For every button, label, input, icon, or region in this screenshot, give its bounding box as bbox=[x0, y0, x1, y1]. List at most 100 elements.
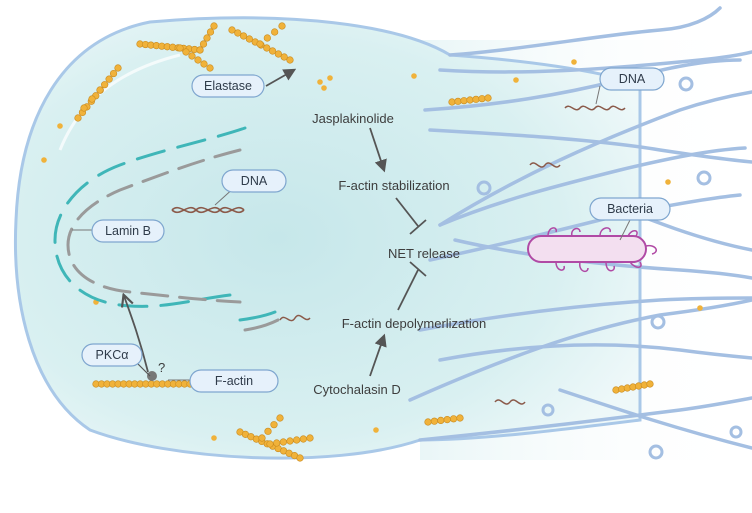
granule-dot bbox=[327, 75, 333, 81]
cytochalasin-d-text: Cytochalasin D bbox=[313, 382, 400, 397]
granule-dot bbox=[211, 435, 217, 441]
nuclear-envelope bbox=[53, 126, 280, 332]
granule-bead bbox=[286, 56, 294, 64]
extracellular-vesicles bbox=[476, 76, 743, 460]
arrow-jasplakinolide-to-stabilization bbox=[369, 127, 387, 173]
granule-bead bbox=[88, 95, 96, 103]
lamin-b-label: Lamin B bbox=[105, 224, 151, 238]
granule-dot bbox=[697, 305, 703, 311]
elastase-label: Elastase bbox=[204, 79, 252, 93]
granule-bead bbox=[234, 29, 242, 37]
f-actin-depolymerization-text: F-actin depolymerlization bbox=[342, 316, 487, 331]
f-actin-label: F-actin bbox=[215, 374, 253, 388]
granule-bead bbox=[274, 50, 283, 58]
granule-bead bbox=[293, 436, 301, 444]
net-release-text: NET release bbox=[388, 246, 460, 261]
pill-bacteria: Bacteria bbox=[589, 197, 671, 221]
jasplakinolide-text: Jasplakinolide bbox=[312, 111, 394, 126]
granule-bead bbox=[206, 64, 214, 72]
granule-bead bbox=[200, 60, 208, 68]
pill-lamin-b: Lamin B bbox=[91, 219, 165, 243]
granule-dot bbox=[57, 123, 63, 129]
arrow-elastase bbox=[265, 68, 297, 87]
pill-f-actin: F-actin bbox=[189, 369, 279, 393]
arrow-pkc-to-lamin bbox=[124, 296, 149, 373]
granule-bead bbox=[478, 95, 486, 103]
granule-bead bbox=[269, 47, 277, 55]
granule-bead bbox=[472, 95, 480, 103]
granule-bead bbox=[245, 35, 253, 43]
granule-bead bbox=[105, 75, 113, 83]
granule-bead bbox=[196, 46, 204, 54]
granule-bead bbox=[271, 28, 279, 36]
granule-dot bbox=[571, 59, 577, 65]
granule-bead bbox=[109, 69, 118, 78]
granule-bead bbox=[266, 440, 274, 448]
pathway-arrows bbox=[124, 68, 427, 377]
granule-bead bbox=[96, 86, 104, 94]
granule-dot bbox=[373, 427, 379, 433]
granule-bead bbox=[199, 40, 208, 48]
granule-bead bbox=[456, 414, 464, 422]
granule-bead bbox=[280, 53, 288, 61]
f-actin-stabilization-text: F-actin stabilization bbox=[338, 178, 449, 193]
inhibit-stabilization-to-net bbox=[395, 197, 419, 227]
granule-bead bbox=[80, 104, 88, 112]
granule-bead bbox=[264, 427, 272, 435]
granule-bead bbox=[74, 114, 82, 122]
inhibit-bar-top bbox=[409, 219, 427, 235]
bacteria-label: Bacteria bbox=[607, 202, 653, 216]
pkc-dot bbox=[147, 371, 157, 381]
granule-dot bbox=[411, 73, 417, 79]
granule-dot bbox=[41, 157, 47, 163]
granule-dot bbox=[665, 179, 671, 185]
granule-bead bbox=[114, 64, 122, 72]
granule-bead bbox=[270, 421, 278, 429]
dna-helix bbox=[171, 206, 245, 214]
granule-bead bbox=[263, 44, 271, 52]
granule-bead bbox=[454, 97, 462, 105]
granule-dot bbox=[513, 77, 519, 83]
granule-dot bbox=[321, 85, 327, 91]
granule-bead bbox=[194, 56, 202, 64]
granule-bead bbox=[176, 44, 184, 52]
pkc-label: PKCα bbox=[96, 348, 129, 362]
granule-bead bbox=[240, 32, 248, 40]
question-mark: ? bbox=[158, 360, 165, 375]
bacteria bbox=[527, 227, 657, 273]
pill-dna-extracellular: DNA bbox=[599, 67, 665, 91]
granule-bead bbox=[299, 435, 307, 443]
cell-highlight bbox=[58, 53, 181, 151]
granule-bead bbox=[210, 22, 218, 30]
granule-bead bbox=[188, 52, 196, 60]
granule-bead bbox=[448, 98, 456, 106]
granule-bead bbox=[424, 418, 432, 426]
pill-elastase: Elastase bbox=[191, 74, 265, 98]
granule-bead bbox=[450, 415, 458, 423]
granule-bead bbox=[278, 22, 286, 30]
granule-bead bbox=[466, 96, 474, 104]
granule-bead bbox=[646, 380, 654, 388]
granule-bead bbox=[258, 434, 266, 442]
granule-bead bbox=[228, 26, 236, 34]
dna-nucleus-label: DNA bbox=[241, 174, 268, 188]
granule-bead bbox=[286, 437, 294, 445]
granule-dot bbox=[317, 79, 323, 85]
granule-bead bbox=[460, 97, 468, 105]
inhibit-bar-bottom bbox=[409, 261, 427, 277]
granule-bead bbox=[182, 48, 190, 56]
granules bbox=[41, 22, 703, 462]
inhibit-depolymerization-to-net bbox=[397, 269, 419, 311]
pill-dna-nucleus: DNA bbox=[221, 169, 287, 193]
arrow-cytochalasin-to-depolymerization bbox=[369, 333, 387, 377]
granule-bead bbox=[306, 434, 314, 442]
granule-bead bbox=[484, 94, 492, 102]
dna-extracellular-label: DNA bbox=[619, 72, 646, 86]
granule-bead bbox=[206, 28, 215, 36]
granule-bead bbox=[430, 417, 439, 425]
pill-pkc: PKCα bbox=[81, 343, 143, 367]
granule-bead bbox=[203, 34, 211, 42]
cell-body bbox=[14, 16, 642, 460]
